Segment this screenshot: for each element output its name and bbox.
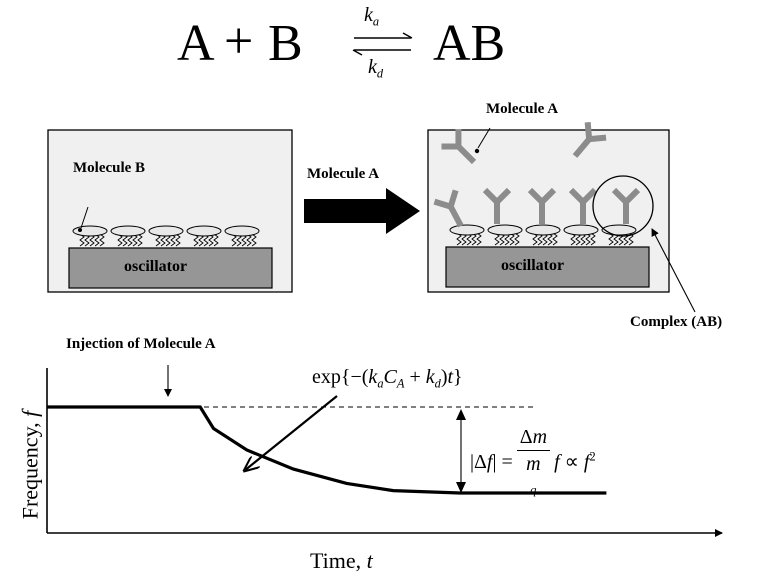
molecule-b [186, 225, 222, 237]
molecule-b [224, 225, 260, 237]
complex-highlight-circle [592, 175, 654, 237]
oscillator-label-after: oscillator [501, 257, 565, 274]
after-panel [427, 122, 696, 313]
big-transfer-arrow [304, 188, 420, 234]
equilibrium-arrows [352, 32, 413, 56]
molecule-b [563, 224, 599, 236]
decay-pointer [244, 395, 338, 471]
reactant-b: B [268, 15, 303, 72]
molecule-b [525, 224, 561, 236]
complex-label: Complex (AB) [630, 314, 723, 330]
before-panel [47, 129, 293, 293]
transfer-arrow-label: Molecule A [307, 166, 380, 182]
forward-rate-constant: ka [364, 4, 380, 29]
product-ab: AB [433, 15, 506, 72]
molecule-b [72, 225, 108, 237]
molecule-b-layer-after [449, 224, 637, 246]
plus-sign: + [224, 13, 254, 70]
x-axis-label: Time, t [310, 548, 373, 573]
molecule-b-layer [72, 225, 260, 247]
frequency-plot [46, 365, 723, 537]
molecule-b-label: Molecule B [73, 160, 146, 176]
frequency-curve [47, 405, 607, 495]
molecule-b [601, 224, 637, 236]
reactant-a: A [177, 15, 215, 72]
complex-pointer [651, 228, 696, 313]
molecule-a-label: Molecule A [486, 101, 559, 117]
molecule-b [110, 225, 146, 237]
reverse-rate-constant: kd [368, 56, 384, 81]
injection-label: Injection of Molecule A [66, 336, 216, 352]
decay-expression: exp{−(kaCA + kd)t} [312, 366, 463, 391]
molecule-b [487, 224, 523, 236]
oscillator-label-before: oscillator [124, 258, 188, 275]
molecule-b [148, 225, 184, 237]
y-axis-label: Frequency, f [17, 410, 43, 520]
molecule-b [449, 224, 485, 236]
